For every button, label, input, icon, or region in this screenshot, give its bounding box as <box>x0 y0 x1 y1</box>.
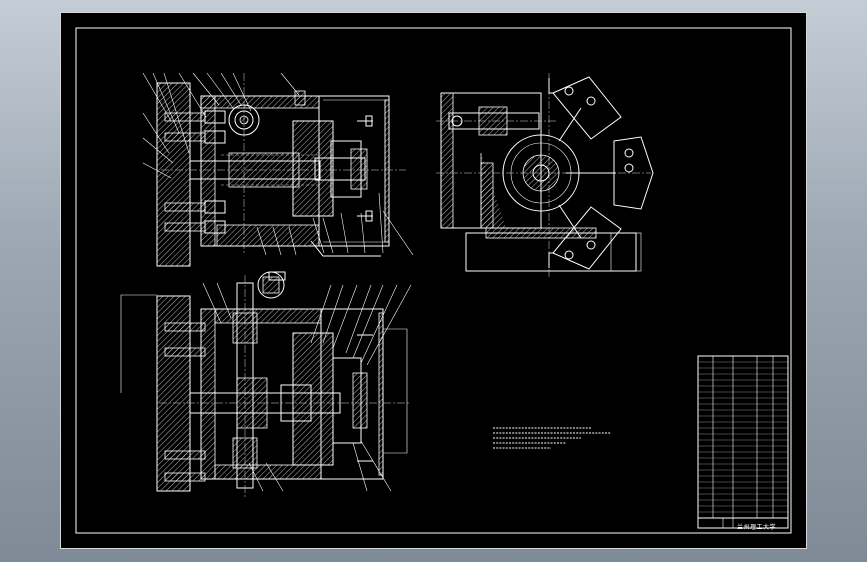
parts-list <box>697 355 789 529</box>
technical-notes <box>493 427 611 449</box>
leaders-front-view <box>142 72 414 256</box>
drawing-sheet: 兰州理工大学 <box>60 12 807 549</box>
inner-border <box>75 27 792 534</box>
title-block-school: 兰州理工大学 <box>737 524 777 531</box>
view-front-section <box>156 73 406 267</box>
cad-drawing <box>75 27 792 534</box>
view-side <box>436 73 654 278</box>
view-top-section <box>120 271 412 498</box>
